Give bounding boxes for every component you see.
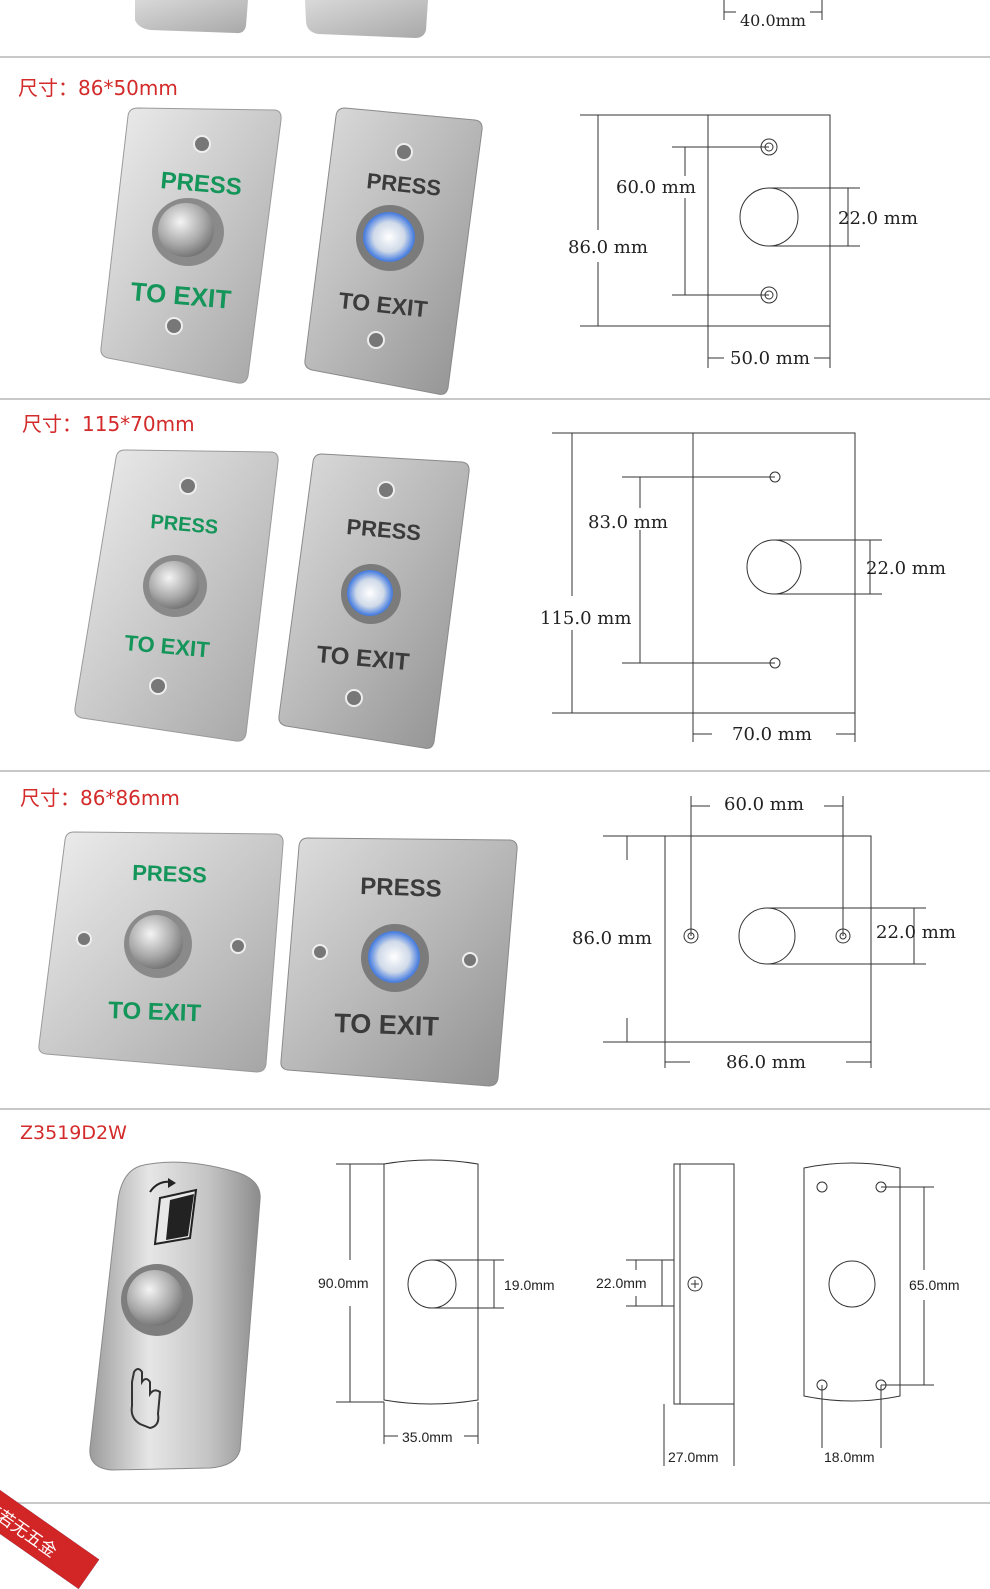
- top-dim-width: 40.0mm: [740, 11, 806, 30]
- screw-hole-icon: [367, 331, 385, 349]
- dimension-drawing-86x86: [603, 796, 926, 1068]
- size-label-86x50: 尺寸：86*50mm: [18, 76, 178, 100]
- top-partial-drawing: 40.0mm: [135, 0, 823, 38]
- section-86x86-drawing: PRESS TO EXIT PRESS TO EXIT 60.0 mm 86.0…: [38, 794, 956, 1087]
- plate-exit-text: TO EXIT: [108, 997, 202, 1027]
- dim-button: 19.0mm: [504, 1277, 555, 1293]
- dim-button: 22.0 mm: [838, 208, 918, 229]
- screw-hole-icon: [395, 143, 413, 161]
- dim-button: 22.0 mm: [876, 922, 956, 943]
- dim-height: 90.0mm: [318, 1275, 369, 1291]
- plate-press-text: PRESS: [132, 860, 207, 888]
- plate-exit-text: TO EXIT: [334, 1008, 440, 1042]
- plate-115x70-blue: PRESS TO EXIT: [278, 453, 470, 749]
- z3519-back-view: [803, 1162, 934, 1448]
- screw-hole-icon: [312, 944, 328, 960]
- plate-115x70-green: PRESS TO EXIT: [74, 449, 279, 742]
- dim-height: 86.0 mm: [572, 928, 652, 949]
- dim-height: 86.0 mm: [568, 237, 648, 258]
- dim-button: 22.0 mm: [866, 558, 946, 579]
- divider-4: [0, 1108, 990, 1110]
- dim-hole-horizontal: 18.0mm: [824, 1449, 875, 1465]
- z3519-side-view: [626, 1163, 735, 1466]
- dim-hole-vertical: 65.0mm: [909, 1277, 960, 1293]
- plate-86x86-blue: PRESS TO EXIT: [280, 837, 518, 1087]
- screw-hole-icon: [193, 135, 211, 153]
- screw-hole-icon: [462, 952, 478, 968]
- screw-hole-icon: [76, 931, 92, 947]
- divider-1: [0, 56, 990, 58]
- top-partial-section: 40.0mm: [0, 0, 990, 56]
- hand-press-icon: [130, 1368, 162, 1430]
- dim-hole-spacing: 60.0 mm: [724, 794, 804, 815]
- dim-width: 70.0 mm: [732, 724, 812, 745]
- divider-5: [0, 1502, 990, 1504]
- divider-2: [0, 398, 990, 400]
- dim-height: 115.0 mm: [540, 608, 631, 629]
- size-label-86x86: 尺寸：86*86mm: [20, 786, 180, 810]
- z3519-front-view: [336, 1159, 504, 1444]
- size-label-115x70: 尺寸：115*70mm: [22, 412, 195, 436]
- screw-hole-icon: [149, 677, 167, 695]
- dim-width: 50.0 mm: [730, 348, 810, 369]
- section-115x70-drawing: PRESS TO EXIT PRESS TO EXIT 83.0 mm 115.…: [74, 432, 946, 749]
- dimension-drawing-86x50: [580, 114, 860, 368]
- screw-hole-icon: [377, 481, 395, 499]
- plate-partial-right: [305, 0, 428, 38]
- dim-hole-spacing: 60.0 mm: [616, 177, 696, 198]
- plate-86x50-blue: PRESS TO EXIT: [304, 107, 483, 395]
- screw-hole-icon: [230, 938, 246, 954]
- plate-86x50-green: PRESS TO EXIT: [100, 107, 282, 384]
- section-86x50-drawing: PRESS TO EXIT PRESS TO EXIT 60.0 mm 86.0…: [100, 107, 918, 395]
- plate-partial-left: [135, 0, 248, 34]
- model-label-z3519d2w: Z3519D2W: [20, 1122, 127, 1144]
- dim-side-height: 22.0mm: [596, 1275, 647, 1291]
- dim-width: 35.0mm: [402, 1429, 453, 1445]
- plate-86x86-green: PRESS TO EXIT: [38, 831, 284, 1073]
- section-z3519-drawing: 90.0mm 19.0mm 35.0mm 22.0mm 27.0mm 65.0m…: [89, 1159, 960, 1471]
- dimension-drawing-115x70: [552, 432, 882, 742]
- dim-width: 86.0 mm: [726, 1052, 806, 1073]
- dim-hole-spacing: 83.0 mm: [588, 512, 668, 533]
- divider-3: [0, 770, 990, 772]
- z3519-product-photo: [89, 1161, 261, 1471]
- screw-hole-icon: [165, 317, 183, 335]
- dim-depth: 27.0mm: [668, 1449, 719, 1465]
- plate-press-text: PRESS: [360, 873, 442, 903]
- screw-hole-icon: [345, 689, 363, 707]
- screw-hole-icon: [179, 477, 197, 495]
